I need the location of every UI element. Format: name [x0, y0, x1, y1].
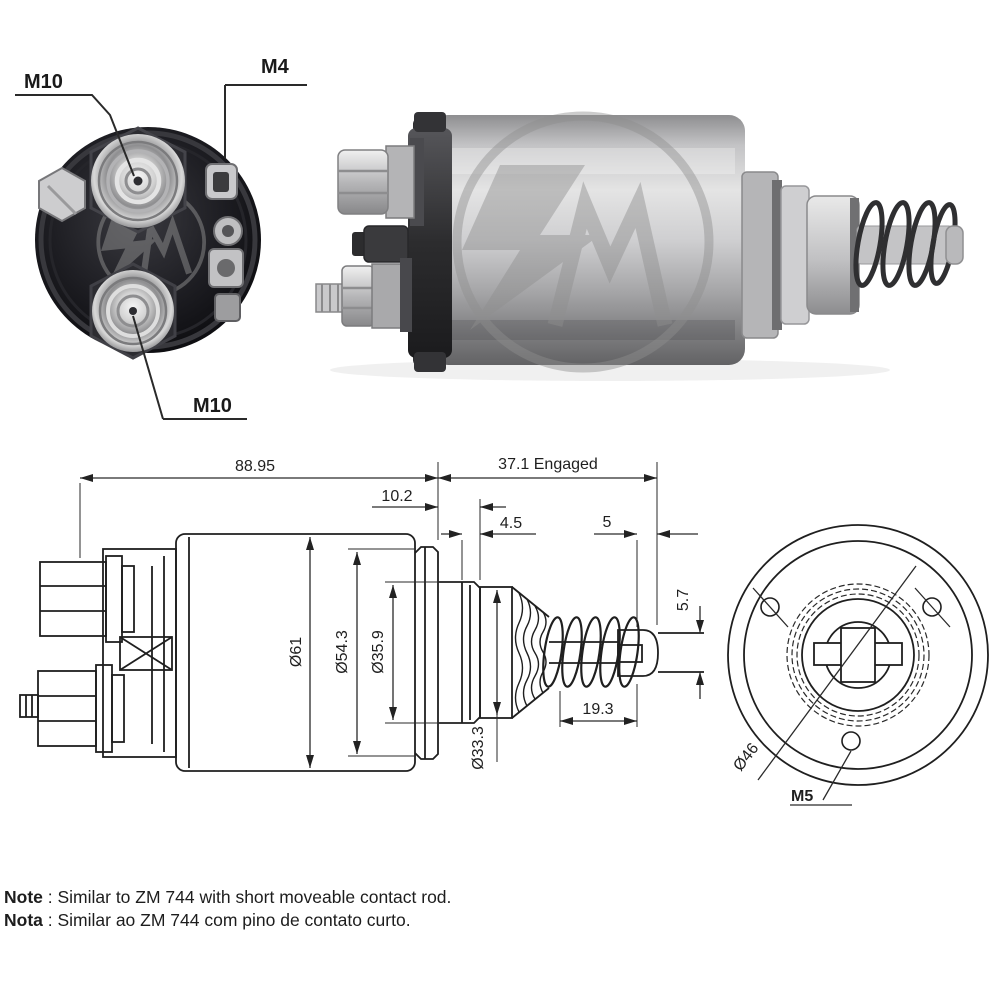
- note-prefix-en: Note: [4, 887, 43, 907]
- terminal-cap-outline: [102, 548, 177, 758]
- bushing-outline: [438, 581, 481, 724]
- m4-terminal-hardware: [205, 163, 244, 322]
- flange-outline: [414, 546, 439, 760]
- dim-spring-length: 19.3: [582, 701, 613, 718]
- label-terminal-bottom: M10: [193, 395, 232, 417]
- dia-bolt-circle: Ø46: [730, 740, 762, 774]
- note-line-en: Note : Similar to ZM 744 with short move…: [4, 887, 452, 907]
- dim-overall-length: 88.95: [235, 458, 275, 475]
- dia-neck: Ø33.3: [470, 726, 487, 770]
- leader-m10-top: [15, 94, 135, 177]
- rear-view: Ø46 M5: [727, 524, 989, 806]
- terminal-bolt-bottom: [37, 670, 97, 747]
- dim-rod-tip: 5.7: [675, 589, 692, 611]
- neck-outline: [479, 586, 513, 719]
- dimension-lines: [80, 474, 704, 768]
- terminal-bolt-top: [39, 561, 107, 637]
- battery-terminal-bottom: [89, 262, 177, 360]
- rear-outer-circle: [727, 524, 989, 786]
- dim-flange-width: 10.2: [381, 488, 412, 505]
- battery-terminal-top: [89, 126, 187, 234]
- body-outline: [175, 533, 416, 772]
- shaft-cross: [813, 627, 903, 683]
- return-spring-photo: [853, 200, 958, 288]
- bolt-circle-diagonal: [757, 565, 917, 781]
- contact-rod-end: [617, 629, 659, 677]
- return-spring-drawing: [542, 616, 640, 688]
- front-view-leaders: [15, 84, 307, 420]
- leader-m10-bottom: [132, 315, 247, 420]
- dim-engaged: 37.1 Engaged: [498, 456, 598, 473]
- front-view-photo: M10 M4 M10: [15, 56, 307, 420]
- label-terminal-top: M10: [24, 71, 63, 93]
- side-view-photo: [315, 112, 964, 381]
- side-profile: [19, 533, 704, 772]
- dia-bushing: Ø35.9: [370, 630, 387, 674]
- side-view-plunger-end: [741, 171, 964, 339]
- footer-notes: Note : Similar to ZM 744 with short move…: [4, 886, 451, 932]
- label-terminal-small: M4: [261, 56, 290, 78]
- leader-m4: [224, 84, 307, 158]
- note-line-pt: Nota : Similar ao ZM 744 com pino de con…: [4, 910, 411, 930]
- hex-nut-left: [38, 166, 86, 223]
- dim-step: 4.5: [500, 515, 522, 532]
- side-view-terminals: [315, 138, 424, 332]
- rear-thread-label: M5: [791, 788, 813, 805]
- terminal-stud-bottom: [19, 694, 39, 718]
- note-prefix-pt: Nota: [4, 910, 43, 930]
- rear-leaders: [752, 565, 951, 806]
- extension-lines: [79, 462, 658, 762]
- dia-flange: Ø54.3: [334, 630, 351, 674]
- note-text-pt: Similar ao ZM 744 com pino de contato cu…: [57, 910, 411, 930]
- dim-rod-rest: 5: [603, 514, 612, 531]
- thread-bore-rings: [786, 583, 930, 727]
- dia-body: Ø61: [288, 637, 305, 667]
- note-text-en: Similar to ZM 744 with short moveable co…: [57, 887, 452, 907]
- dimension-drawing: 88.95 37.1 Engaged 10.2 4.5 5 5.7 19.3 Ø…: [19, 456, 989, 806]
